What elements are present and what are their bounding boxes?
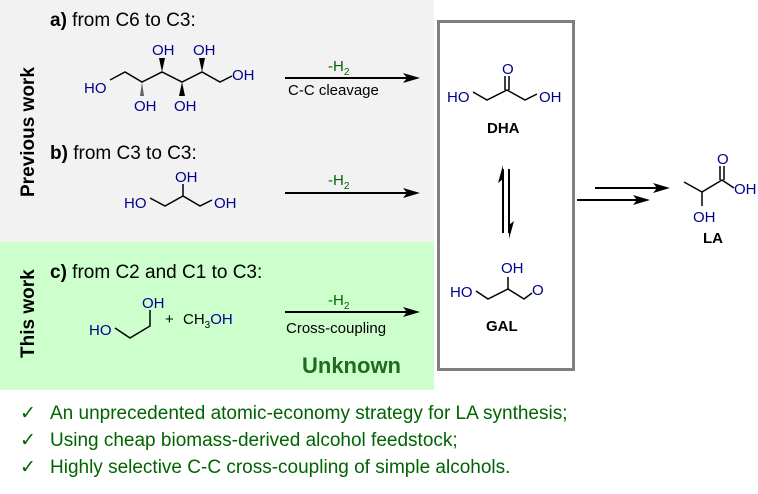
arrow-a [285,73,420,83]
glycerol-label: HO [124,195,147,212]
section-a-text: from C6 to C3: [66,10,196,31]
glycerol-label: OH [175,169,198,186]
arrow-a-condition-top: -H2 [328,58,350,78]
section-c-letter: c) [50,262,67,283]
intermediates-box [437,20,575,371]
previous-work-label: Previous work [18,67,39,197]
dha-name: DHA [487,120,520,137]
gal-label: OH [501,260,524,277]
check-icon: ✓ [20,403,36,424]
multistep-arrow [577,183,670,205]
section-a-heading: a) from C6 to C3: [50,10,196,32]
sorbitol-label: OH [152,42,175,59]
methanol-formula: CH3OH [183,311,233,331]
this-work-panel [0,242,434,390]
sorbitol-structure: HO OH OH OH OH OH [84,42,255,115]
previous-work-panel [0,0,434,242]
section-b-heading: b) from C3 to C3: [50,143,197,165]
arrow-c-condition-bottom: Cross-coupling [286,320,387,337]
sorbitol-label: HO [84,80,107,97]
section-a-letter: a) [50,10,67,31]
equilibrium-arrows [498,165,514,239]
check-icon: ✓ [20,430,36,451]
bullet-item: ✓An unprecedented atomic-economy strateg… [20,403,568,424]
arrow-c-condition-top: -H2 [328,292,350,312]
la-name: LA [703,230,723,247]
gal-label: O [532,282,544,299]
section-c-heading: c) from C2 and C1 to C3: [50,262,262,284]
bullet-item: ✓Using cheap biomass-derived alcohol fee… [20,430,458,451]
la-label: OH [693,209,716,226]
dha-label: O [502,62,514,78]
ethylene-glycol-label: HO [89,322,112,339]
arrow-c [285,307,420,317]
gal-label: HO [450,284,473,301]
sorbitol-label: OH [232,67,255,84]
plus-sign: + [165,311,174,328]
check-icon: ✓ [20,457,36,478]
arrow-a-condition-bottom: C-C cleavage [288,82,379,99]
gal-name: GAL [486,318,518,335]
la-label: O [717,151,729,168]
la-label: OH [734,181,757,198]
sorbitol-label: OH [193,42,216,59]
dha-label: OH [539,89,562,106]
dha-label: HO [447,89,470,106]
dha-structure: HO O OH [447,62,562,106]
this-work-label: This work [18,269,39,358]
sorbitol-label: OH [174,98,197,115]
section-c-text: from C2 and C1 to C3: [66,262,263,283]
arrow-b-condition-top: -H2 [328,172,350,192]
gal-structure: HO OH O [450,260,544,301]
arrow-b [285,188,420,198]
unknown-status: Unknown [302,353,401,378]
ethylene-glycol-label: OH [142,295,165,312]
glycerol-label: OH [214,195,237,212]
section-b-letter: b) [50,143,68,164]
ethylene-glycol-methanol: HO OH + CH3OH [89,295,233,339]
sorbitol-label: OH [134,98,157,115]
glycerol-structure: HO OH OH [124,169,237,212]
section-b-text: from C3 to C3: [67,143,197,164]
la-structure: O OH OH [683,151,757,226]
bullet-item: ✓Highly selective C-C cross-coupling of … [20,457,511,478]
